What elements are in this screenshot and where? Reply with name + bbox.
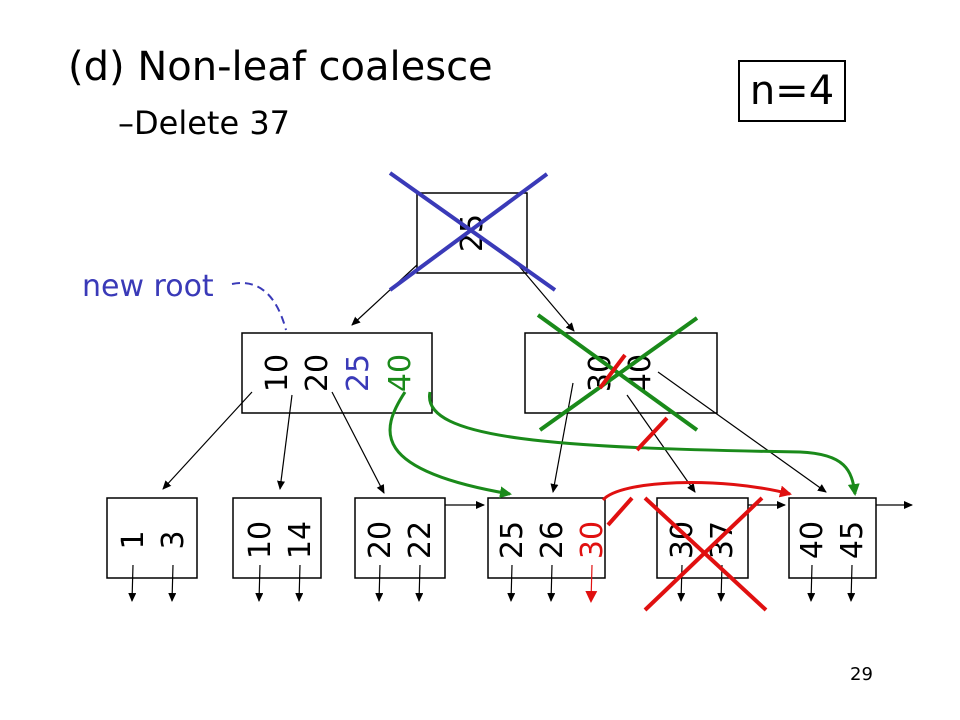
leaf-key: 1 bbox=[116, 530, 151, 549]
leaf-node bbox=[656, 497, 749, 579]
leaf-key: 14 bbox=[283, 521, 318, 559]
pointer-root-right bbox=[518, 265, 575, 332]
record-pointer bbox=[585, 564, 598, 603]
record-pointer bbox=[375, 564, 384, 602]
red-strike-leaf4 bbox=[606, 496, 634, 527]
pointer-internal-leaf1 bbox=[162, 391, 253, 490]
pointer-right-leaf6 bbox=[657, 371, 827, 493]
leaf-key: 20 bbox=[363, 521, 398, 559]
record-pointer bbox=[415, 564, 424, 602]
leaf-key: 10 bbox=[243, 521, 278, 559]
leaf-key: 25 bbox=[495, 521, 530, 559]
record-pointer bbox=[847, 564, 856, 602]
leaf-key: 30 bbox=[665, 521, 700, 559]
record-pointer bbox=[295, 564, 304, 602]
record-pointer bbox=[807, 564, 816, 602]
record-pointer bbox=[677, 564, 686, 602]
leaf-key: 45 bbox=[835, 521, 870, 559]
leaf-key: 30 bbox=[575, 521, 610, 559]
slide-subtitle: –Delete 37 bbox=[118, 104, 291, 142]
leaf-node bbox=[354, 497, 446, 579]
new-root-label: new root bbox=[82, 269, 214, 304]
green-move-arrow-1 bbox=[388, 391, 512, 499]
record-pointer bbox=[547, 564, 556, 602]
record-pointer bbox=[168, 564, 177, 602]
page-number: 29 bbox=[850, 664, 873, 685]
order-label-box: n=4 bbox=[738, 60, 846, 122]
new-root-key: 40 bbox=[383, 354, 418, 392]
record-pointer bbox=[507, 564, 516, 602]
green-move-arrow-2 bbox=[428, 391, 860, 496]
pointer-root-left bbox=[351, 264, 418, 326]
red-move-arrow bbox=[601, 481, 792, 502]
new-root-pointer bbox=[231, 282, 287, 331]
pointer-right-leaf5 bbox=[626, 394, 696, 493]
pointer-right-leaf4 bbox=[550, 382, 574, 493]
cross-right-internal bbox=[536, 313, 699, 432]
red-strike-internal-30 bbox=[598, 353, 627, 390]
leaf-key: 40 bbox=[795, 521, 830, 559]
leaf-key: 22 bbox=[403, 521, 438, 559]
leaf-node bbox=[106, 497, 198, 579]
cross-old-root bbox=[388, 171, 557, 292]
leaf-node bbox=[487, 497, 606, 579]
leaf-node bbox=[232, 497, 322, 579]
record-pointer bbox=[128, 564, 137, 602]
record-pointer bbox=[255, 564, 264, 602]
new-root-key: 20 bbox=[300, 354, 335, 392]
leaf-node bbox=[788, 497, 877, 579]
pointer-internal-leaf3 bbox=[331, 391, 385, 494]
leaf-key: 26 bbox=[535, 521, 570, 559]
leaf-key: 3 bbox=[156, 530, 191, 549]
pointer-internal-leaf2 bbox=[277, 394, 293, 490]
new-root-key: 25 bbox=[341, 354, 376, 392]
slide-title: (d) Non-leaf coalesce bbox=[68, 44, 493, 90]
new-root-key: 10 bbox=[260, 354, 295, 392]
red-strike-pointer bbox=[635, 416, 669, 452]
cross-leaf-30-37 bbox=[643, 496, 768, 612]
new-root-node bbox=[241, 332, 433, 414]
